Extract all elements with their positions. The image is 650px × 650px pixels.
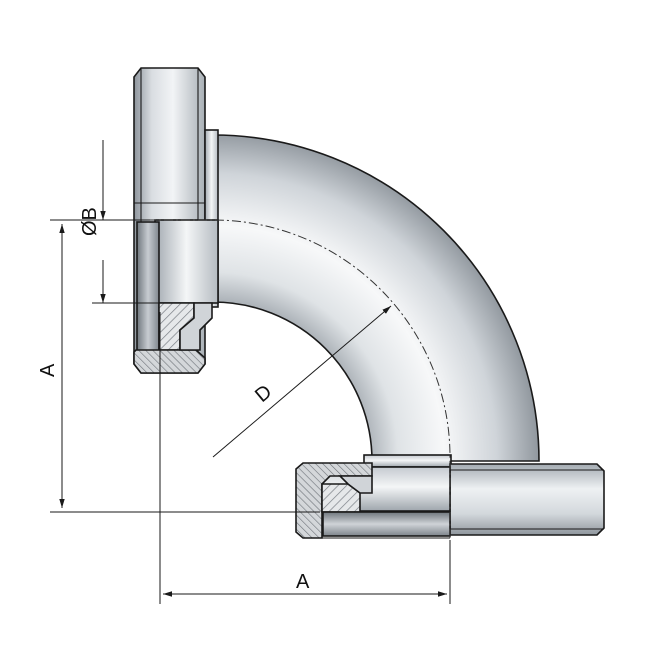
elbow-body: [212, 134, 540, 468]
bottom-fitting: [295, 462, 605, 539]
center-lines: [130, 219, 451, 560]
dim-a-horizontal-label: A: [296, 571, 310, 593]
dim-b-label: ØB: [79, 207, 101, 236]
dimension-a-vertical: A: [37, 219, 320, 513]
dim-d-label: D: [251, 381, 276, 407]
dim-a-vertical-label: A: [37, 363, 59, 377]
dimension-a-horizontal: A: [159, 312, 451, 604]
